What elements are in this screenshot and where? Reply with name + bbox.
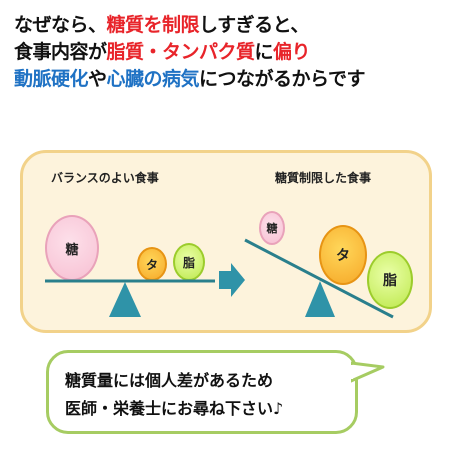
headline-highlight: 動脈硬化: [14, 68, 89, 90]
headline-text: なぜなら、: [14, 14, 107, 36]
fat-label: 脂: [383, 273, 397, 289]
advice-callout: 糖質量には個人差があるため 医師・栄養士にお尋ね下さい♪: [46, 350, 385, 434]
right-arrow-icon: [219, 263, 245, 297]
carb-label: 糖: [65, 242, 79, 258]
headline-text: につながるからです: [199, 68, 365, 90]
headline-highlight: 脂質・タンパク質: [106, 41, 256, 63]
headline-text: 食事内容が: [14, 41, 107, 63]
headline-highlight: 偏り: [273, 41, 311, 63]
callout-tail: [351, 361, 385, 383]
headline-text: しすぎると、: [199, 14, 309, 36]
headline: なぜなら、糖質を制限しすぎると、 食事内容が脂質・タンパク質に偏り 動脈硬化や心…: [14, 12, 444, 93]
headline-line-1: なぜなら、糖質を制限しすぎると、: [14, 12, 444, 39]
balanced-seesaw-fulcrum: [109, 282, 141, 317]
restricted-seesaw-fulcrum: [305, 281, 335, 317]
advice-line-2: 医師・栄養士にお尋ね下さい♪: [65, 399, 284, 418]
seesaw-comparison-panel: バランスのよい食事 糖 タ 脂 糖質制限した食事 糖 タ 脂: [20, 150, 432, 333]
fat-ball-restricted: 脂: [367, 251, 413, 309]
headline-line-2: 食事内容が脂質・タンパク質に偏り: [14, 39, 444, 66]
restricted-meal-title: 糖質制限した食事: [275, 171, 372, 185]
restricted-seesaw-beam: [244, 238, 394, 319]
headline-text: に: [254, 41, 274, 63]
carb-ball-restricted: 糖: [259, 211, 285, 245]
fat-label: 脂: [182, 255, 195, 270]
protein-ball-restricted: タ: [319, 225, 367, 285]
protein-ball-balanced: タ: [137, 247, 167, 281]
protein-label: タ: [145, 257, 158, 272]
balanced-meal-title: バランスのよい食事: [51, 171, 159, 185]
headline-highlight: 心臓の病気: [106, 68, 200, 90]
advice-line-1: 糖質量には個人差があるため: [65, 371, 274, 390]
seesaw-graphics: [45, 238, 394, 319]
protein-label: タ: [336, 248, 350, 264]
headline-highlight: 糖質を制限: [106, 14, 200, 36]
carb-label: 糖: [266, 222, 278, 235]
headline-text: や: [88, 68, 107, 90]
headline-line-3: 動脈硬化や心臓の病気につながるからです: [14, 66, 444, 93]
